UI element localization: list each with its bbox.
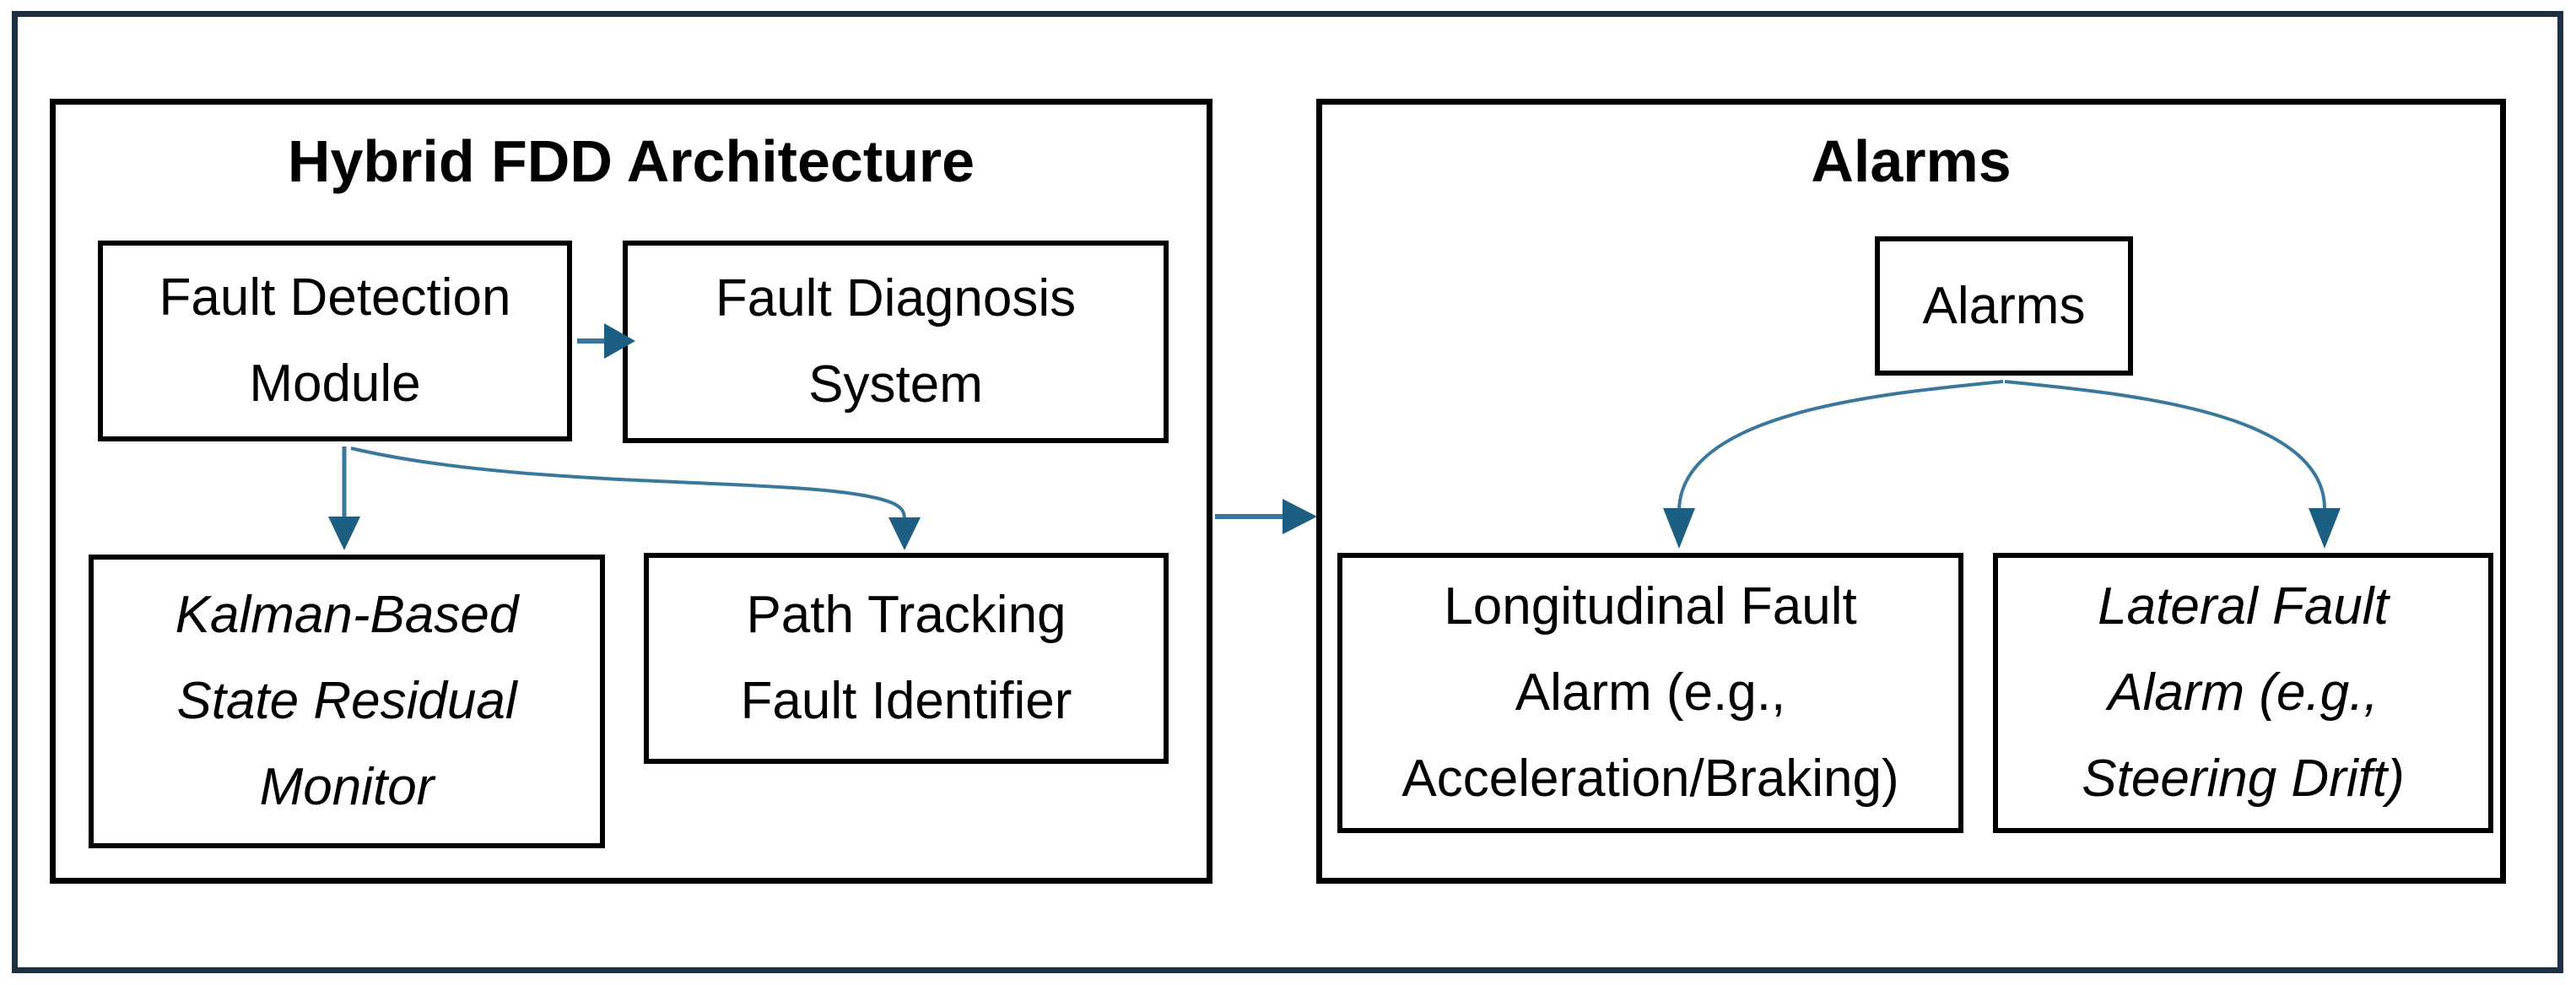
box-label-line: Alarm (e.g.,: [2108, 663, 2379, 722]
box-label-line: Module: [249, 354, 421, 413]
box-label-line: Path Tracking: [746, 586, 1067, 644]
outer-border-frame: [12, 11, 2563, 973]
box-label-line: State Residual: [176, 672, 517, 730]
box-label-line: Monitor: [259, 758, 435, 816]
longitudinal-fault-alarm-box: Longitudinal Fault Alarm (e.g., Accelera…: [1337, 553, 1963, 833]
left-panel-title: Hybrid FDD Architecture: [287, 128, 975, 194]
box-label-line: Alarms: [1922, 276, 2086, 335]
box-label-line: Kalman-Based: [175, 586, 519, 644]
box-label-line: Fault Identifier: [740, 672, 1072, 730]
box-label-line: Steering Drift): [2082, 750, 2405, 808]
lateral-fault-alarm-box: Lateral Fault Alarm (e.g., Steering Drif…: [1993, 553, 2493, 833]
box-label-line: System: [808, 355, 983, 414]
alarms-source-box: Alarms: [1875, 236, 2133, 376]
path-tracking-fault-identifier-box: Path Tracking Fault Identifier: [644, 553, 1169, 764]
box-label-line: Longitudinal Fault: [1444, 577, 1857, 636]
box-label-line: Lateral Fault: [2098, 577, 2389, 636]
fault-detection-module-box: Fault Detection Module: [98, 241, 572, 441]
kalman-state-residual-monitor-box: Kalman-Based State Residual Monitor: [89, 555, 605, 848]
box-label-line: Fault Detection: [159, 268, 511, 327]
box-label-line: Alarm (e.g.,: [1515, 663, 1786, 722]
box-label-line: Acceleration/Braking): [1401, 750, 1899, 808]
box-label-line: Fault Diagnosis: [715, 269, 1077, 327]
fault-diagnosis-system-box: Fault Diagnosis System: [623, 241, 1169, 443]
right-panel-title: Alarms: [1811, 128, 2012, 194]
